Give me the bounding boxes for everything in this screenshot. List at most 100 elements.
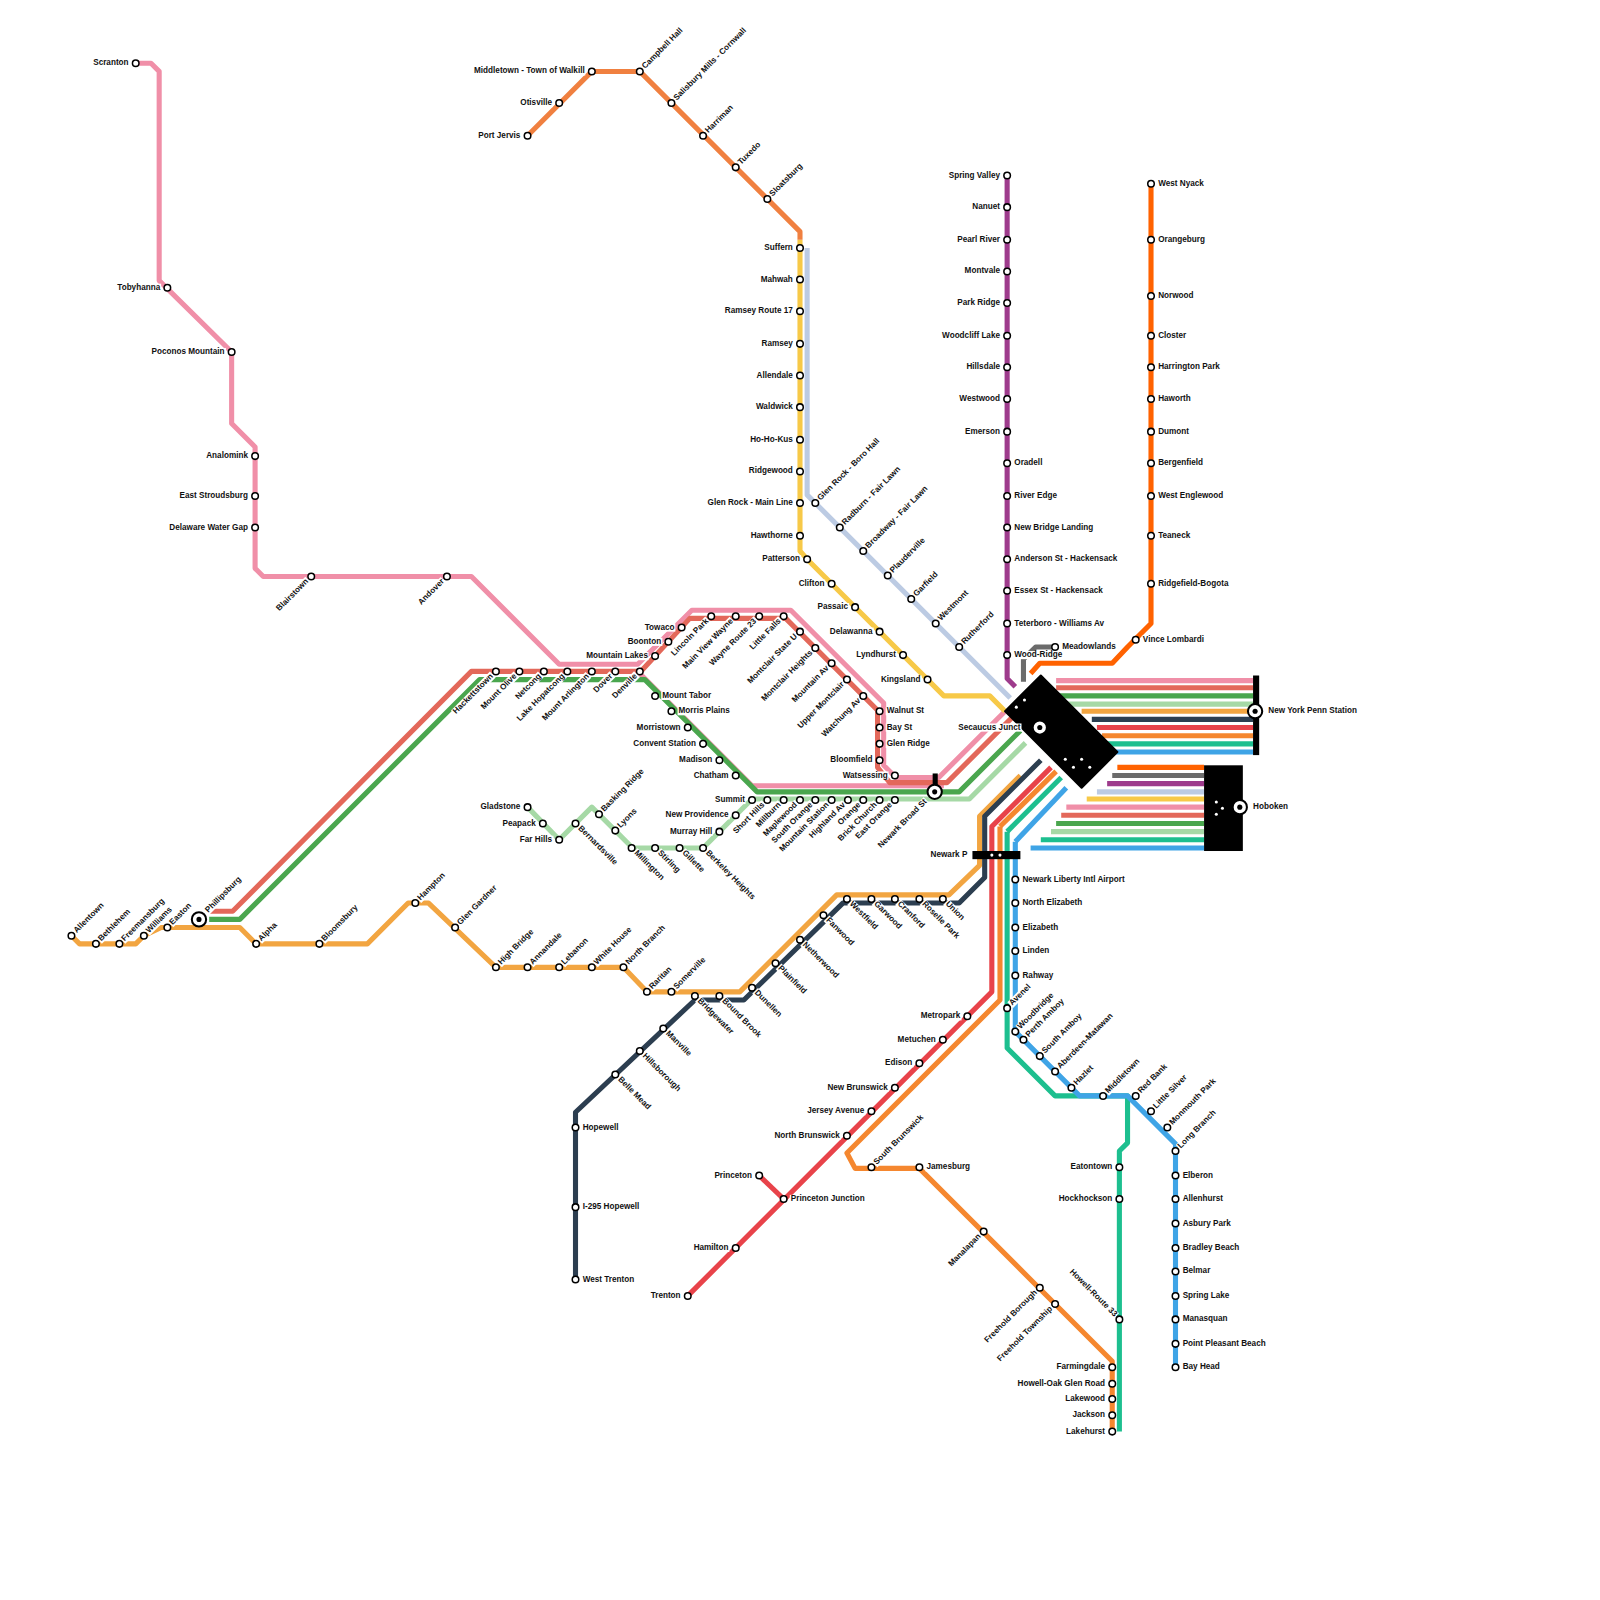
- station-label: Delawanna: [829, 628, 874, 636]
- station-dot: [749, 797, 756, 804]
- station-label: Spring Valley: [948, 171, 1001, 179]
- station-dot: [797, 404, 804, 411]
- station-label: West Nyack: [1157, 180, 1205, 188]
- station-label: North Brunswick: [773, 1132, 840, 1140]
- station-dot: [1004, 460, 1011, 467]
- station-dot: [1004, 524, 1011, 531]
- station-dot: [1172, 1196, 1179, 1203]
- station-label: Essex St - Hackensack: [1013, 587, 1104, 595]
- station-dot: [684, 1293, 691, 1300]
- station-dot: [253, 941, 260, 948]
- station-dot: [1004, 588, 1011, 595]
- station-dot: [884, 572, 891, 579]
- station-label: Tuxedo: [736, 140, 763, 167]
- station-label: Walnut St: [886, 707, 925, 715]
- station-label: Allentown: [72, 901, 107, 936]
- station-dot: [876, 757, 883, 764]
- station-label: Bloomfield: [829, 756, 873, 764]
- station-label: Freehold Borough: [982, 1288, 1039, 1345]
- station-dot: [1148, 180, 1155, 187]
- station-label: Orangeburg: [1157, 236, 1206, 244]
- station-label: Harriman: [703, 103, 736, 136]
- station-dot: [828, 660, 835, 667]
- station-label: Blairstown: [274, 577, 311, 614]
- station-label: Garfield: [911, 570, 940, 599]
- station-dot: [1109, 1412, 1116, 1419]
- station-label: Metuchen: [897, 1036, 937, 1044]
- station-label: Spring Lake: [1182, 1292, 1231, 1300]
- station-label: Trenton: [650, 1292, 682, 1300]
- station-dot: [1052, 644, 1059, 651]
- station-label: South Brunswick: [872, 1113, 926, 1167]
- station-dot: [1004, 172, 1011, 179]
- station-label: Dumont: [1157, 428, 1190, 436]
- station-label: Elizabeth: [1021, 923, 1059, 931]
- station-dot: [1068, 1084, 1075, 1091]
- station-label: Ramsey Route 17: [724, 307, 794, 315]
- station-label: Bloomsbury: [320, 903, 361, 944]
- station-dot: [589, 668, 596, 675]
- station-dot: [940, 1037, 947, 1044]
- station-dot: [652, 693, 659, 700]
- station-label: Rutherford: [959, 610, 996, 647]
- station-dot: [612, 668, 619, 675]
- station-label: Far Hills: [519, 836, 553, 844]
- station-dot: [876, 708, 883, 715]
- station-label: Hillsdale: [965, 363, 1001, 371]
- station-dot: [756, 1172, 763, 1179]
- station-dot: [1148, 364, 1155, 371]
- station-dot: [844, 1132, 851, 1139]
- station-label: Middletown - Town of Walkill: [473, 67, 586, 75]
- station-label: Vince Lombardi: [1142, 636, 1205, 644]
- station-label: Allenhurst: [1182, 1195, 1224, 1203]
- station-dot: [892, 797, 899, 804]
- station-label: Princeton: [713, 1171, 753, 1179]
- station-dot: [1148, 493, 1155, 500]
- station-dot: [812, 645, 819, 652]
- station-dot: [908, 596, 915, 603]
- station-dot: [828, 580, 835, 587]
- station-dot: [665, 639, 672, 646]
- station-label: Ho-Ho-Kus: [749, 436, 794, 444]
- station-label: Plauderville: [888, 536, 928, 576]
- station-dot: [1109, 1428, 1116, 1435]
- station-dot: [1004, 1005, 1011, 1012]
- station-dot: [1037, 1053, 1044, 1060]
- station-dot: [797, 628, 804, 635]
- station-label: Sloatsburg: [768, 161, 805, 198]
- station-dot: [1116, 1164, 1123, 1171]
- station-dot: [1148, 396, 1155, 403]
- station-dot: [541, 668, 548, 675]
- station-dot: [732, 613, 739, 620]
- station-label: East Stroudsburg: [178, 492, 249, 500]
- station-label: Dunellen: [752, 988, 784, 1020]
- station-label: Port Jervis: [477, 132, 521, 140]
- station-dot: [764, 797, 771, 804]
- station-dot: [1172, 1316, 1179, 1323]
- station-dot: [732, 1245, 739, 1252]
- station-label: Boonton: [627, 638, 663, 646]
- station-label: Bay St: [886, 723, 913, 731]
- station-label: Summit: [714, 796, 746, 804]
- station-dot: [1148, 580, 1155, 587]
- station-label: Union: [943, 899, 967, 923]
- station-label: New Providence: [664, 811, 729, 819]
- station-label: Mount Arlington: [540, 672, 592, 724]
- station-label: Howell-Route 33: [1067, 1267, 1119, 1319]
- station-label: Princeton Junction: [790, 1195, 866, 1203]
- station-label: West Trenton: [582, 1276, 636, 1284]
- station-dot: [93, 941, 100, 948]
- station-label: Glen Gardner: [455, 883, 499, 927]
- station-label: Metropark: [920, 1012, 962, 1020]
- station-dot: [668, 708, 675, 715]
- station-label: Glen Rock - Main Line: [707, 499, 794, 507]
- station-dot: [637, 68, 644, 75]
- station-dot: [860, 797, 867, 804]
- station-label: Hazlet: [1072, 1063, 1096, 1087]
- station-label: Rahway: [1021, 971, 1054, 979]
- station-dot: [1172, 1172, 1179, 1179]
- station-label: Harrington Park: [1157, 363, 1221, 371]
- station-dot: [1132, 637, 1139, 644]
- station-dot: [1172, 1268, 1179, 1275]
- station-label: Point Pleasant Beach: [1182, 1340, 1267, 1348]
